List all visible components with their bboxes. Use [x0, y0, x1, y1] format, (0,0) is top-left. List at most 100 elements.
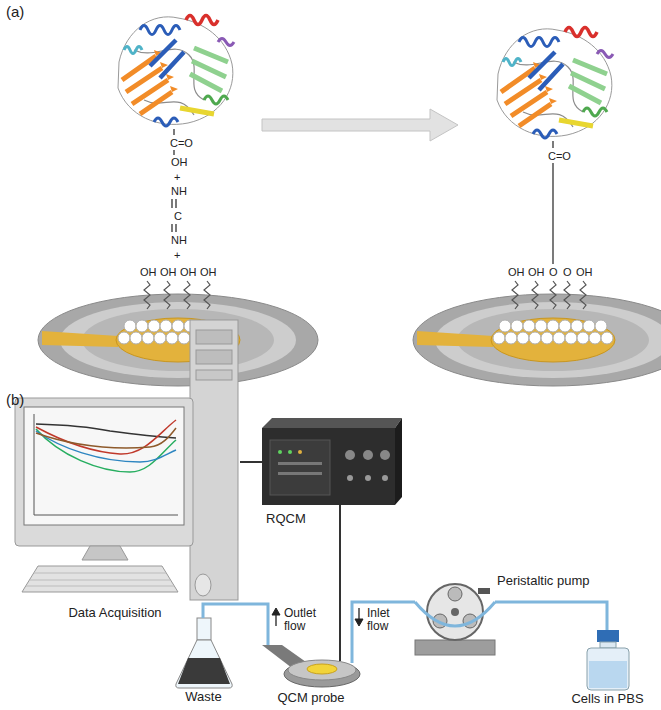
computer-icon: [195, 574, 211, 596]
rqcm-device: [347, 475, 353, 481]
qcm-probe: [262, 645, 360, 687]
linker-chain: [164, 281, 170, 309]
computer-icon: [34, 414, 178, 515]
sample-bottle: [597, 630, 619, 642]
chemical-group: +: [174, 249, 180, 261]
qcm-probe: [351, 645, 354, 663]
reaction-arrow: [262, 109, 458, 141]
chemical-group: C: [174, 210, 182, 222]
rqcm-device: [298, 450, 302, 454]
linker-chain: [550, 281, 556, 309]
computer-icon: [36, 420, 176, 454]
node-label: Peristaltic pump: [497, 573, 591, 588]
chemical-group: OH: [508, 266, 525, 278]
peristaltic-pump: [448, 587, 462, 601]
linker-chain: [144, 281, 150, 309]
bond-line: [175, 224, 176, 232]
bond-line: [173, 129, 174, 135]
linker-chain: [532, 281, 538, 309]
node-label: RQCM: [266, 511, 308, 526]
sample-bottle: [600, 642, 616, 648]
flow-label: Outlet flow: [283, 607, 331, 633]
waste-flask: [176, 640, 232, 688]
qcm-chip: [38, 294, 318, 386]
flow-direction-arrow: [272, 608, 280, 615]
computer-icon: [36, 429, 176, 472]
signal-cable: [240, 461, 262, 463]
chemical-group: OH: [200, 266, 217, 278]
node-label: Data Acquisition: [15, 605, 215, 620]
bond-line: [552, 163, 553, 264]
rqcm-device: [278, 462, 322, 465]
peristaltic-pump: [478, 588, 490, 594]
peristaltic-pump: [451, 608, 459, 616]
peristaltic-pump: [415, 602, 495, 626]
peristaltic-pump: [415, 584, 495, 655]
chemical-group: O: [549, 266, 558, 278]
waste-flask: [178, 658, 230, 684]
bond-line: [175, 199, 176, 208]
protein: [497, 28, 613, 139]
rqcm-device: [262, 428, 395, 505]
rqcm-device: [380, 450, 390, 460]
panel-label: (a): [6, 4, 24, 20]
waste-flask: [197, 618, 211, 640]
qcm-chip: [413, 294, 661, 386]
sample-bottle: Cells in PBS: [585, 630, 630, 690]
qcm-probe: [288, 660, 356, 680]
sample-bottle: [587, 648, 629, 690]
linker-chain: [512, 281, 518, 309]
peristaltic-pump: [427, 584, 483, 640]
computer-icon: [196, 330, 232, 344]
computer-icon: [24, 407, 184, 525]
qcm-probe: [284, 661, 360, 687]
computer-icon: [26, 573, 174, 586]
chemical-group: OH: [180, 266, 197, 278]
computer: Data Acquisition: [15, 318, 240, 600]
rqcm-device: RQCM: [262, 418, 402, 505]
chemical-group: C=O: [548, 150, 571, 162]
chemical-group: OH: [171, 156, 188, 168]
fluid-tube: [203, 604, 268, 645]
peristaltic-pump: [415, 640, 495, 655]
bond-line: [171, 224, 172, 232]
rqcm-device: [395, 418, 402, 505]
computer-icon: [196, 370, 232, 380]
signal-cable: [339, 505, 341, 645]
rqcm-device: [288, 450, 292, 454]
computer-icon: [36, 428, 176, 448]
computer-icon: [196, 350, 232, 364]
rqcm-device: [363, 450, 373, 460]
fluid-tube: [495, 602, 607, 630]
qcm-probe: QCM probe: [262, 645, 360, 688]
sample-bottle: [589, 661, 627, 688]
rqcm-device: [262, 418, 402, 428]
chemical-group: NH: [171, 234, 187, 246]
linker-chain: [564, 281, 570, 309]
computer-icon: [15, 320, 238, 600]
node-label: Cells in PBS: [560, 691, 655, 706]
chemical-group: OH: [576, 266, 593, 278]
chemical-group: NH: [171, 185, 187, 197]
node-label: QCM probe: [262, 690, 360, 705]
chemical-group: +: [174, 171, 180, 183]
node-label: Waste: [163, 689, 244, 704]
bond-line: [172, 129, 553, 264]
rqcm-device: [270, 440, 330, 495]
fluid-tube: [352, 602, 415, 645]
chemical-group: OH: [528, 266, 545, 278]
rqcm-device: [345, 450, 355, 460]
flow-label: Inlet flow: [366, 607, 414, 633]
computer-icon: [36, 424, 176, 438]
qcm-probe: [307, 664, 337, 674]
flow-direction-arrow: [358, 608, 359, 620]
rqcm-device: [365, 475, 371, 481]
computer-icon: [22, 566, 178, 592]
linker-chain: [184, 281, 190, 309]
rqcm-device: [382, 475, 388, 481]
rqcm-device: [278, 472, 322, 475]
protein: [118, 16, 234, 127]
sample-bottle: [587, 630, 629, 690]
